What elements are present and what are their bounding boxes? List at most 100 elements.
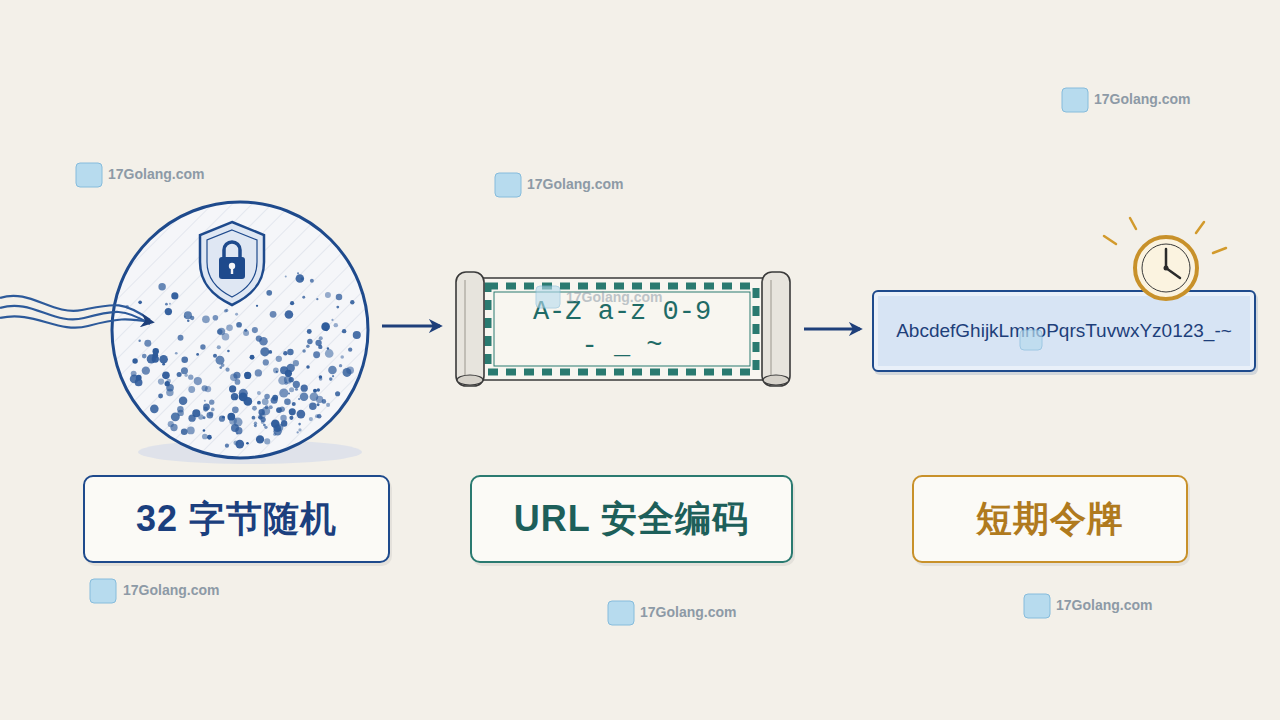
random-dot — [331, 319, 333, 321]
random-dot — [207, 412, 214, 419]
random-dot — [292, 402, 296, 406]
random-dot — [326, 403, 330, 407]
random-dot — [313, 351, 320, 358]
random-dot — [298, 398, 300, 400]
random-dot — [196, 353, 199, 356]
flow-arrow — [382, 325, 440, 328]
random-dot — [325, 349, 334, 358]
clock-dial — [1142, 244, 1190, 292]
random-dot — [348, 347, 352, 351]
node-text: AbcdefGhijkLmnoPqrsTuvwxYz0123_-~ — [896, 320, 1232, 342]
random-dot — [317, 403, 320, 406]
random-dot — [353, 331, 361, 339]
watermark-icon — [90, 579, 116, 603]
random-dot — [229, 385, 236, 392]
random-dot — [203, 429, 206, 432]
random-dot — [263, 359, 269, 365]
random-dot — [276, 424, 283, 431]
random-dot — [181, 367, 188, 374]
random-dot — [296, 274, 305, 283]
stream-line — [0, 316, 152, 327]
random-dot — [159, 355, 168, 364]
random-dot — [235, 313, 238, 316]
watermark-icon — [495, 173, 521, 197]
token-box: AbcdefGhijkLmnoPqrsTuvwxYz0123_-~ — [872, 290, 1256, 372]
flow-arrow — [804, 328, 860, 331]
random-dot — [279, 388, 288, 397]
random-dot — [144, 340, 151, 347]
keyhole-slot — [231, 267, 233, 274]
random-dot — [258, 415, 263, 420]
random-dot — [289, 416, 293, 420]
random-dot — [202, 434, 208, 440]
random-dot — [259, 337, 268, 346]
random-dot — [329, 377, 333, 381]
node-text: URL 安全编码 — [514, 495, 749, 544]
scroll-roll-end — [763, 375, 789, 385]
node-text: 32 字节随机 — [136, 495, 337, 544]
random-dot — [227, 350, 230, 353]
random-dot — [256, 305, 258, 307]
encoding-scroll: A-Z a-z 0-9- _ ~ — [452, 268, 792, 390]
random-dot — [211, 408, 215, 412]
random-dot — [170, 424, 177, 431]
random-dot — [204, 400, 206, 402]
random-dot — [346, 366, 354, 374]
random-dot — [306, 345, 309, 348]
random-dot — [252, 406, 257, 411]
entropy-hatching — [112, 202, 368, 458]
random-dot — [293, 360, 299, 366]
random-dot — [138, 340, 140, 342]
watermark-icon — [1062, 88, 1088, 112]
random-dot — [315, 414, 319, 418]
random-dot — [162, 372, 170, 380]
random-dot — [325, 328, 328, 331]
random-dot — [209, 399, 214, 404]
random-dot — [250, 355, 255, 360]
random-dot — [231, 393, 238, 400]
random-dot — [270, 311, 277, 318]
random-dot — [254, 422, 257, 425]
random-dot — [328, 366, 337, 375]
random-dot — [207, 435, 212, 440]
random-dot — [313, 389, 317, 393]
random-dot — [283, 351, 287, 355]
scroll-border — [488, 286, 756, 372]
random-dot — [227, 413, 235, 421]
random-dot — [307, 329, 312, 334]
watermark: 17Golang.com — [1056, 597, 1152, 613]
watermark: 17Golang.com — [123, 582, 219, 598]
random-dot — [256, 435, 264, 443]
random-dot — [200, 344, 205, 349]
random-dot — [138, 301, 142, 305]
random-dot — [255, 369, 262, 376]
random-dot — [310, 279, 314, 283]
random-dot — [264, 438, 270, 444]
random-dot — [142, 354, 147, 359]
random-dot — [268, 350, 272, 354]
random-dot — [239, 392, 248, 401]
stream-line — [0, 306, 150, 324]
random-dot — [188, 386, 195, 393]
random-dot — [165, 381, 170, 386]
random-dot — [280, 366, 288, 374]
random-dot — [273, 368, 279, 374]
random-dot — [202, 385, 208, 391]
random-dot — [332, 375, 334, 377]
random-dot — [302, 349, 305, 352]
random-dot — [158, 393, 163, 398]
random-dot — [165, 308, 172, 315]
random-dot — [339, 364, 342, 367]
lock-body — [219, 257, 245, 279]
random-dot — [177, 410, 183, 416]
random-dot — [290, 301, 294, 305]
random-dot — [184, 316, 186, 318]
random-dot — [307, 339, 312, 344]
random-dot — [150, 405, 159, 414]
random-dot — [318, 345, 322, 349]
random-dot — [322, 399, 327, 404]
random-dot — [184, 311, 192, 319]
random-dot — [152, 355, 159, 362]
random-dot — [153, 348, 159, 354]
